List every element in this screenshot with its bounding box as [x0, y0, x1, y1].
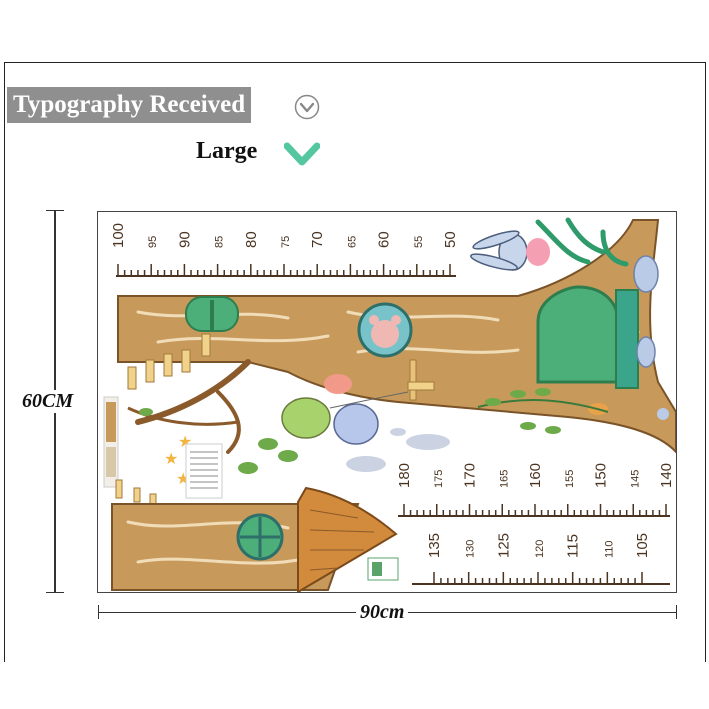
content-frame: [4, 62, 706, 662]
ruler-label: 105: [634, 533, 651, 558]
ruler-label: 65: [346, 236, 358, 248]
ruler-label: 130: [465, 540, 477, 558]
product-image: 100 95 90 85 80 75 70 65 60 55 50: [97, 211, 677, 593]
ruler-label: 175: [433, 470, 445, 488]
rabbit-illustration: [470, 230, 550, 271]
ruler-label: 170: [462, 463, 479, 488]
door-shutter: [615, 289, 639, 389]
ruler-label: 85: [214, 236, 226, 248]
height-ruler-top: 100 95 90 85 80 75 70 65 60 55 50: [110, 223, 459, 277]
ruler-label: 80: [243, 231, 260, 248]
width-dimension-cap: [676, 605, 677, 619]
chevron-down-icon[interactable]: [294, 94, 320, 120]
height-dimension-cap: [46, 210, 64, 211]
width-dimension-cap: [98, 605, 99, 619]
chevron-down-icon[interactable]: [284, 140, 320, 168]
ruler-label: 155: [564, 470, 576, 488]
ruler-label: 75: [280, 236, 292, 248]
ruler-label: 90: [176, 231, 193, 248]
width-dimension-label: 90cm: [356, 601, 409, 624]
ruler-label: 70: [309, 231, 326, 248]
ruler-label: 150: [593, 463, 610, 488]
balloon: [324, 374, 352, 394]
ruler-label: 100: [110, 223, 127, 248]
balloon: [333, 403, 379, 445]
tree-door: [536, 285, 620, 384]
ruler-label: 110: [603, 540, 615, 558]
ruler-label: 95: [147, 236, 159, 248]
ruler-label: 165: [498, 470, 510, 488]
ruler-label: 120: [534, 540, 546, 558]
ruler-label: 115: [565, 534, 582, 558]
ruler-label: 135: [426, 533, 443, 558]
height-dimension-cap: [46, 592, 64, 593]
ruler-label: 140: [658, 463, 675, 488]
size-option-label[interactable]: Large: [196, 138, 258, 164]
svg-text:★: ★: [164, 449, 178, 468]
ruler-label: 50: [442, 231, 459, 248]
height-ruler-bottom: 135 130 125 120 115 110 105: [412, 533, 670, 585]
height-dimension-label: 60CM: [22, 390, 88, 413]
page-title: Typography Received: [7, 87, 252, 123]
house-roof: [297, 486, 398, 592]
tree-growth-chart-illustration: 100 95 90 85 80 75 70 65 60 55 50: [103, 217, 676, 592]
ruler-label: 125: [495, 533, 512, 558]
height-ruler-middle: 180 175 170 165 160 155 150 145 140: [396, 463, 675, 517]
ruler-label: 55: [413, 236, 425, 248]
balloon: [281, 397, 331, 439]
ruler-label: 180: [396, 463, 413, 488]
ruler-label: 145: [629, 470, 641, 488]
ruler-label: 60: [376, 231, 393, 248]
ruler-label: 160: [527, 463, 544, 488]
